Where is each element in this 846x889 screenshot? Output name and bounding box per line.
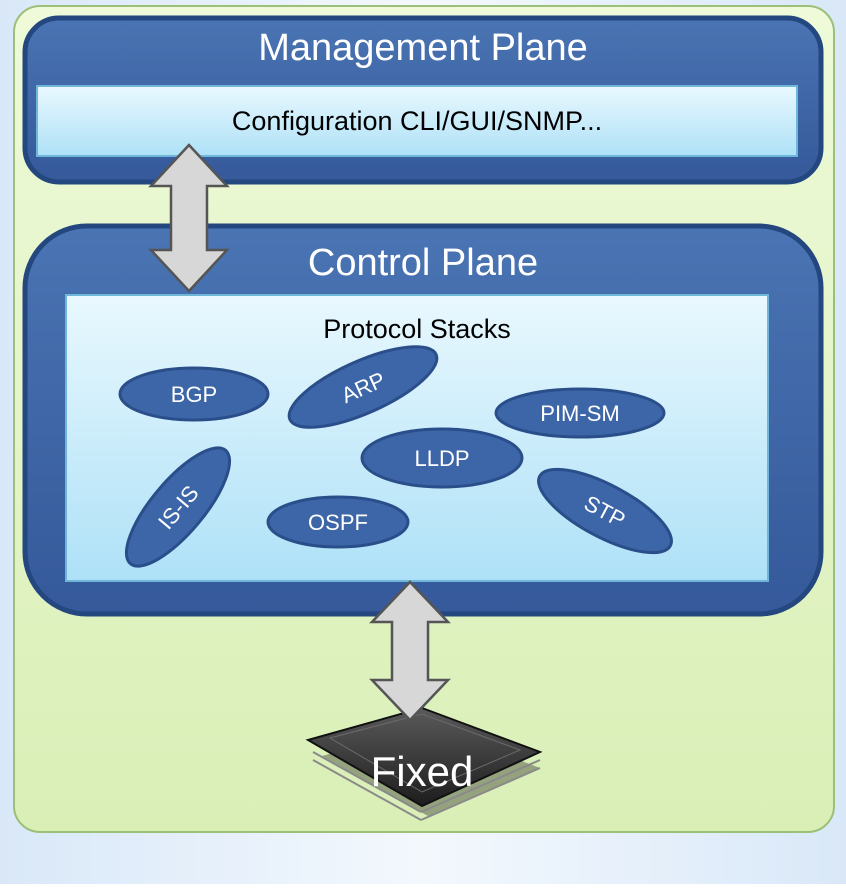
protocol-oval-is-is [124,446,232,568]
configuration-box [36,85,798,157]
protocol-oval-ospf [266,495,410,549]
chip-icon [305,706,543,821]
protocol-oval-lldp [360,427,524,489]
protocol-oval-pim-sm [494,387,666,439]
protocol-oval-bgp [118,366,270,422]
chip-label: Fixed [370,748,474,795]
protocol-label-ospf: OSPF [308,510,368,535]
configuration-label: Configuration CLI/GUI/SNMP... [231,106,603,136]
protocol-oval-stp [537,467,673,555]
control-plane-title: Control Plane [307,242,539,284]
protocol-oval-arp [287,345,439,429]
protocol-label-pim-sm: PIM-SM [540,401,619,426]
management-plane-title: Management Plane [258,27,588,69]
protocol-label-bgp: BGP [171,382,217,407]
protocol-label-lldp: LLDP [414,446,469,471]
double-arrow-icon [148,143,230,293]
protocol-stacks-label: Protocol Stacks [323,314,511,344]
double-arrow-icon [369,580,451,722]
